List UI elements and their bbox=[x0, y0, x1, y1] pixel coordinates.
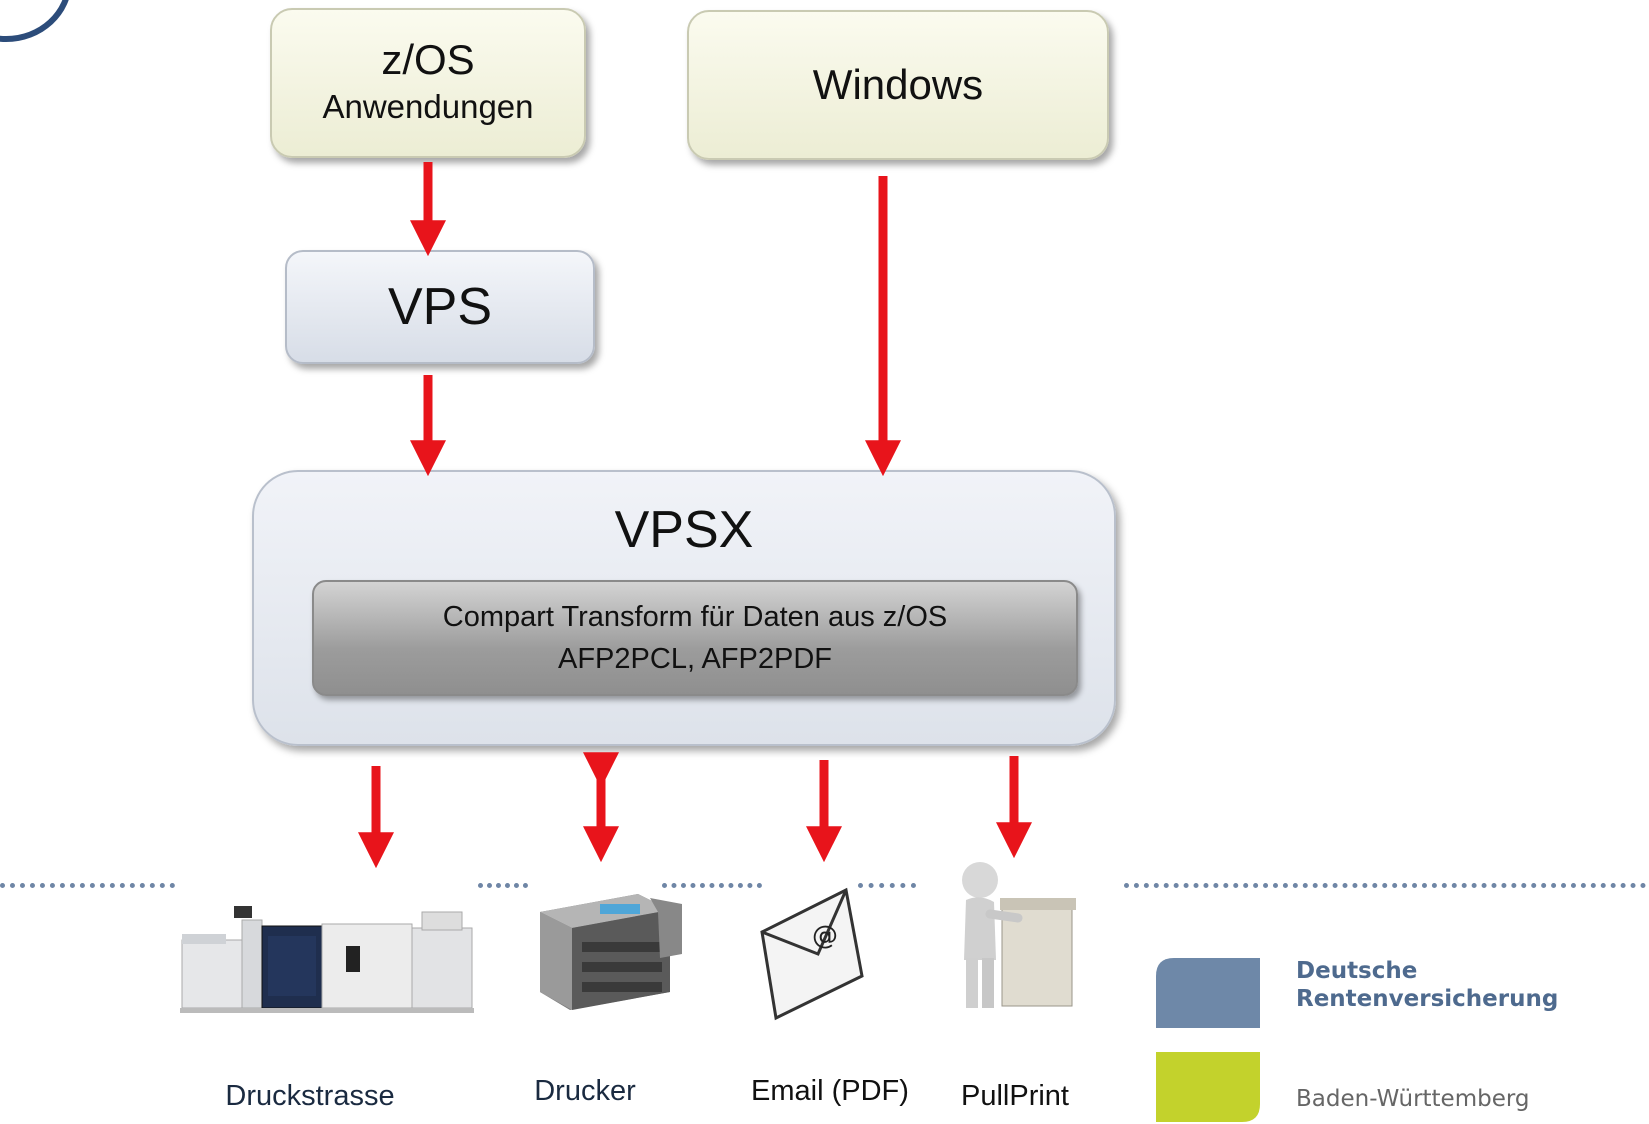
transform-line-2: AFP2PCL, AFP2PDF bbox=[558, 643, 832, 675]
dotted-separator-mid3 bbox=[858, 883, 916, 888]
printer-icon bbox=[540, 894, 682, 1010]
email-label: Email (PDF) bbox=[751, 1075, 909, 1107]
dotted-separator-right bbox=[1124, 883, 1646, 888]
drucker-label: Drucker bbox=[534, 1075, 636, 1107]
druckstrasse-label: Druckstrasse bbox=[225, 1080, 395, 1112]
zos-applications-box: z/OS Anwendungen bbox=[270, 8, 586, 158]
pullprint-person-icon bbox=[962, 862, 1076, 1008]
zos-subtitle: Anwendungen bbox=[322, 88, 534, 125]
pullprint-label: PullPrint bbox=[961, 1080, 1069, 1112]
vps-title: VPS bbox=[387, 278, 493, 336]
drv-logo-line3: Baden-Württemberg bbox=[1296, 1086, 1530, 1112]
vpsx-title: VPSX bbox=[614, 501, 754, 559]
email-at-symbol: @ bbox=[812, 921, 838, 951]
vpsx-box: VPSX Compart Transform für Daten aus z/O… bbox=[252, 470, 1116, 746]
windows-box: Windows bbox=[687, 10, 1109, 160]
drv-logo-icon bbox=[1156, 958, 1260, 1122]
drv-logo-line2: Rentenversicherung bbox=[1296, 986, 1559, 1012]
drv-logo-line1: Deutsche bbox=[1296, 958, 1418, 984]
transform-line-1: Compart Transform für Daten aus z/OS bbox=[442, 601, 948, 633]
vps-box: VPS bbox=[285, 250, 595, 364]
email-envelope-icon: @ bbox=[760, 887, 864, 1021]
compart-transform-box: Compart Transform für Daten aus z/OS AFP… bbox=[312, 580, 1078, 696]
dotted-separator-mid2 bbox=[662, 883, 762, 888]
printing-press-icon bbox=[180, 906, 474, 1013]
zos-title: z/OS bbox=[381, 36, 475, 83]
windows-title: Windows bbox=[812, 61, 984, 108]
dotted-separator-left bbox=[0, 883, 175, 888]
dotted-separator-mid1 bbox=[478, 883, 528, 888]
